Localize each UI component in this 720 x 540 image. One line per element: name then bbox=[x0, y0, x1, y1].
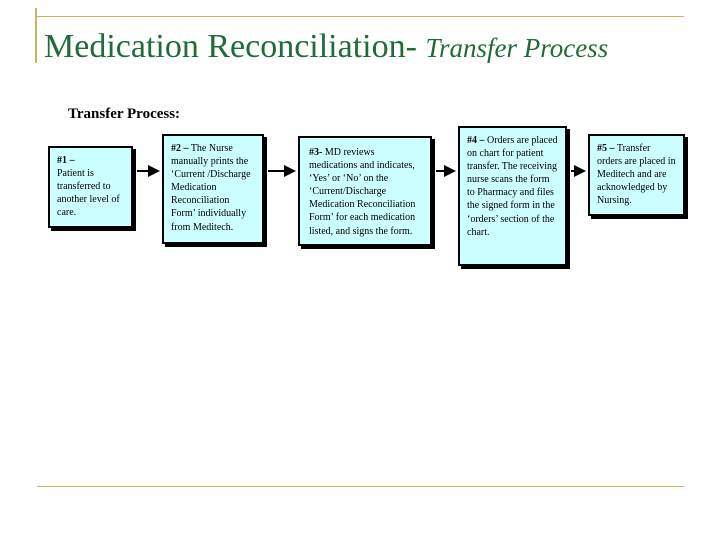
page-title: Medication Reconciliation- Transfer Proc… bbox=[44, 28, 608, 65]
step-1-text: Patient is transferred to another level … bbox=[57, 168, 120, 219]
title-subtitle: Transfer Process bbox=[425, 33, 609, 63]
accent-top-line bbox=[37, 16, 684, 17]
step-4-number: #4 – bbox=[467, 135, 485, 146]
title-main: Medication Reconciliation- bbox=[44, 28, 417, 65]
step-5-box: #5 – Transfer orders are placed in Medit… bbox=[588, 134, 685, 216]
accent-bottom-line bbox=[37, 486, 684, 487]
accent-vertical-line bbox=[35, 8, 37, 63]
step-4-text: Orders are placed on chart for patient t… bbox=[467, 135, 558, 238]
step-2-text: The Nurse manually prints the ‘Current /… bbox=[171, 143, 251, 233]
step-2-box: #2 – The Nurse manually prints the ‘Curr… bbox=[162, 134, 264, 244]
step-5-text: Transfer orders are placed in Meditech a… bbox=[597, 143, 676, 207]
step-3-text: MD reviews medications and indicates, ‘Y… bbox=[309, 147, 416, 237]
step-5-number: #5 – bbox=[597, 143, 615, 154]
step-2-number: #2 – bbox=[171, 143, 189, 154]
process-heading: Transfer Process: bbox=[68, 106, 181, 122]
step-1-box: #1 – Patient is transferred to another l… bbox=[48, 146, 133, 228]
step-3-number: #3- bbox=[309, 147, 323, 158]
step-3-box: #3- MD reviews medications and indicates… bbox=[298, 136, 432, 246]
step-4-box: #4 – Orders are placed on chart for pati… bbox=[458, 126, 567, 266]
step-1-number: #1 – bbox=[57, 155, 75, 166]
